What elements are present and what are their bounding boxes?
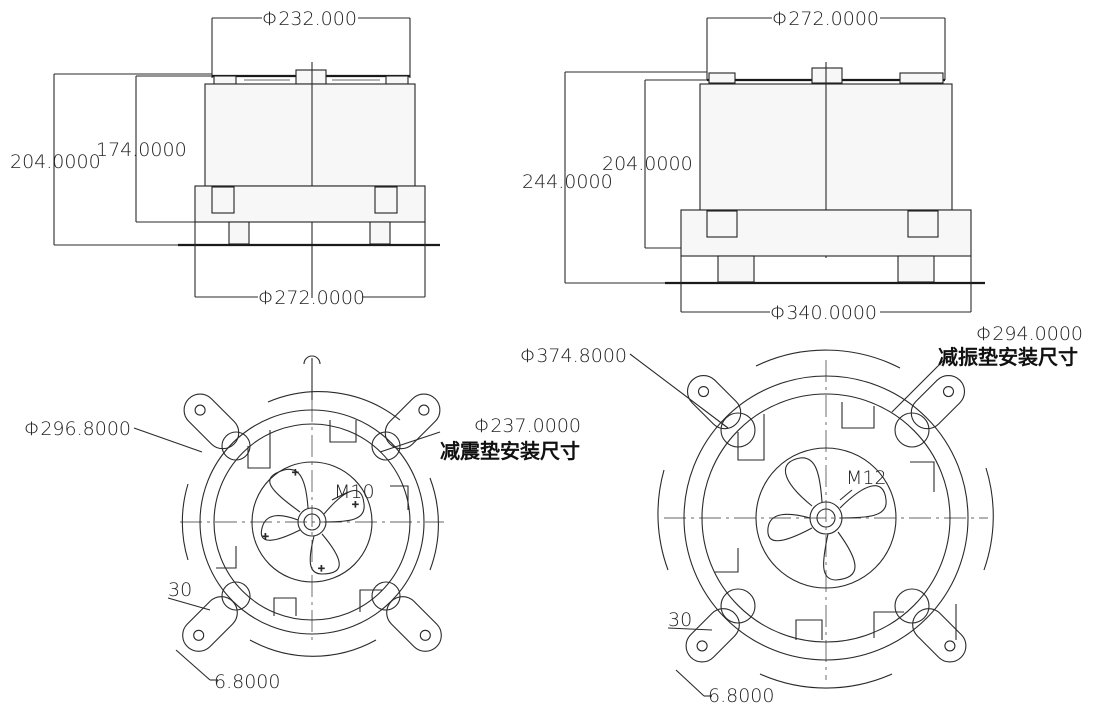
mount-note-label: 减振垫安装尺寸	[938, 345, 1078, 369]
hole-label: 6.8000	[214, 671, 280, 693]
mount-diameter-label: Φ294.0000	[976, 323, 1083, 345]
plan-view-small: + + + + Φ296.8000 Φ237.0000 减震垫安装尺寸	[24, 355, 581, 693]
hole-label: 6.8000	[708, 685, 774, 705]
body-height-label: 174.0000	[96, 139, 187, 161]
plan-view-large: Φ374.8000 Φ294.0000 减振垫安装尺寸 M12 30 6.800…	[520, 323, 1083, 705]
front-view-small: Φ232.000 204.0000 174.0000 Φ272.0000	[10, 8, 440, 309]
top-diameter-label: Φ272.0000	[772, 8, 879, 30]
overall-height-label: 204.0000	[10, 151, 101, 173]
svg-text:+: +	[318, 561, 325, 575]
front-view-large: Φ272.0000 244.0000 204.0000 Φ340.0000	[522, 8, 985, 324]
thread-label: M12	[846, 467, 887, 489]
outer-diameter-label: Φ374.8000	[520, 345, 627, 367]
base-diameter-label: Φ340.0000	[770, 302, 877, 324]
angle-label: 30	[668, 609, 692, 631]
top-diameter-label: Φ232.000	[262, 8, 357, 30]
overall-height-label: 244.0000	[522, 171, 613, 193]
base-diameter-label: Φ272.0000	[258, 287, 365, 309]
mount-note-label: 减震垫安装尺寸	[440, 439, 580, 463]
outer-diameter-label: Φ296.8000	[24, 418, 131, 440]
thread-label: M10	[334, 481, 375, 503]
svg-text:+: +	[352, 497, 359, 511]
mount-diameter-label: Φ237.0000	[474, 415, 581, 437]
svg-text:+: +	[292, 465, 299, 479]
body-height-label: 204.0000	[602, 153, 693, 175]
angle-label: 30	[168, 579, 192, 601]
svg-text:+: +	[262, 529, 269, 543]
